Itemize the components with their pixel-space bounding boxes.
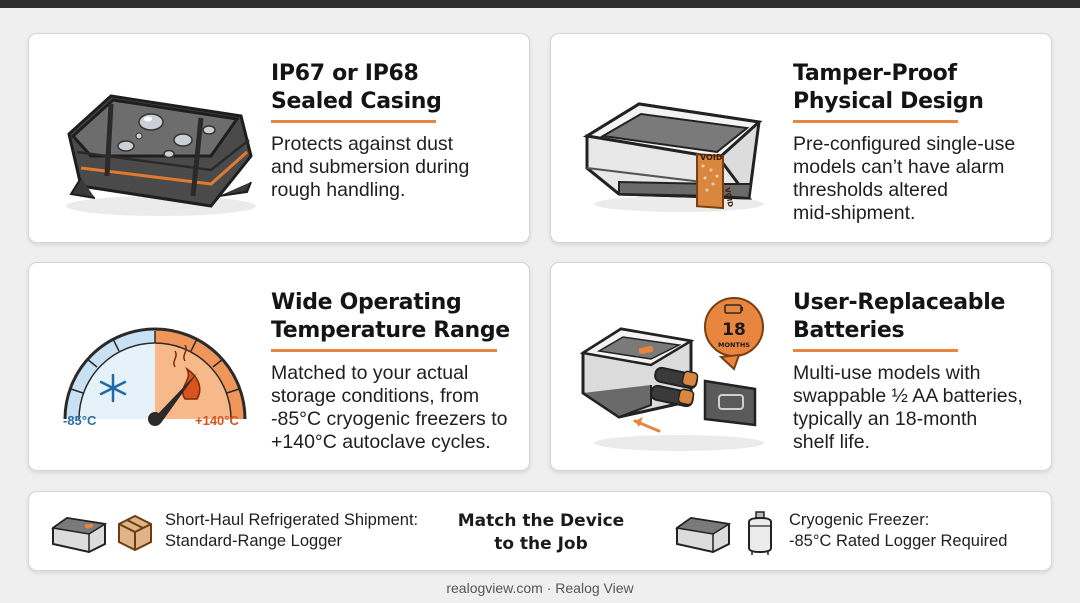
title-underline [271,120,436,123]
title-underline [271,349,497,352]
site-credit: realogview.com · Realog View [446,580,634,596]
card-title: User-Replaceable Batteries [793,290,1006,343]
card-description: Matched to your actual storage condition… [271,362,508,453]
match-device-footer: Short-Haul Refrigerated Shipment: Standa… [28,491,1052,571]
feature-card-sealed-casing: IP67 or IP68 Sealed Casing Protects agai… [28,33,530,243]
standard-logger-icon [49,510,109,559]
svg-text:VOID: VOID [723,187,734,208]
short-haul-label: Short-Haul Refrigerated Shipment: Standa… [165,511,419,550]
temperature-gauge-icon: -85°C +140°C [57,307,247,437]
feature-card-temperature-range: -85°C +140°C Wide Operating Temperature … [28,262,530,471]
svg-text:+140°C: +140°C [195,413,239,428]
cryogenic-label: Cryogenic Freezer: -85°C Rated Logger Re… [789,511,1008,550]
card-title: IP67 or IP68 Sealed Casing [271,61,442,114]
svg-text:-85°C: -85°C [63,413,97,428]
card-title: Tamper-Proof Physical Design [793,61,984,114]
card-description: Multi-use models with swappable ½ AA bat… [793,362,1023,453]
battery-logger-icon: 18 MONTHS [579,281,784,456]
card-description: Pre-configured single-use models can’t h… [793,133,1016,224]
cryogenic-logger-icon [673,510,733,559]
tamper-seal-logger-icon: VOID VOID [579,66,784,216]
top-bar [0,0,1080,8]
svg-text:18: 18 [722,320,746,340]
feature-card-replaceable-batteries: 18 MONTHS User-Replaceable Batteries Mul… [550,262,1052,471]
svg-text:VOID: VOID [700,153,723,162]
sealed-case-icon [51,56,266,226]
card-title: Wide Operating Temperature Range [271,290,510,343]
freezer-canister-icon [745,510,775,561]
feature-card-tamper-proof: VOID VOID Tamper-Proof Physical Design P… [550,33,1052,243]
match-device-heading: Match the Device to the Job [457,511,625,554]
title-underline [793,349,958,352]
box-icon [117,512,153,557]
title-underline [793,120,958,123]
card-description: Protects against dust and submersion dur… [271,133,470,201]
svg-text:MONTHS: MONTHS [718,341,750,349]
